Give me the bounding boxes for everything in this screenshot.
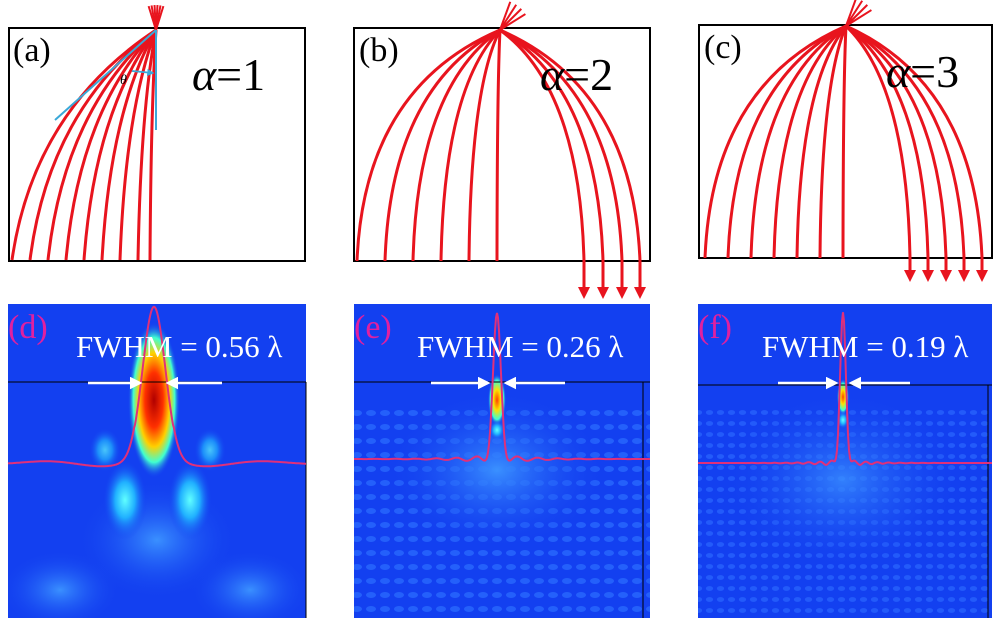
fan-ray-c-1 <box>845 0 864 27</box>
ray-b-left-5 <box>495 29 502 262</box>
fan-ray-c-2 <box>845 4 869 27</box>
ray-c-left-3 <box>772 24 847 259</box>
ray-b-right-2 <box>499 28 628 299</box>
ray-a-2 <box>46 28 157 261</box>
ray-c-left-0 <box>703 24 847 259</box>
ray-c-left-6 <box>841 25 848 259</box>
side-lobe-d-left2 <box>89 428 121 472</box>
angle-annotation: θ <box>54 29 157 130</box>
ray-a-4 <box>82 29 158 261</box>
ray-b-left-3 <box>439 28 502 262</box>
field-panel-d: (d) FWHM = 0.56 λ <box>7 304 307 618</box>
field-panel-f: (f) FWHM = 0.19 λ <box>698 304 992 618</box>
field-glow-e <box>387 390 607 550</box>
side-lobe-d-right2 <box>194 428 226 472</box>
panel-label-a: (a) <box>13 32 51 69</box>
ray-panel-a: θ (a) α=1 <box>8 4 306 262</box>
fan-ray-b-0 <box>499 1 512 31</box>
ray-panel-b: (b) α=2 <box>353 1 651 299</box>
focal-spot-d <box>128 322 180 478</box>
rays-c <box>703 0 988 282</box>
ray-a-6 <box>118 29 158 261</box>
ray-c-right-1 <box>845 24 934 282</box>
theta-symbol: θ <box>120 73 127 88</box>
panel-label-e: (e) <box>354 309 392 346</box>
fan-ray-c-0 <box>845 0 857 27</box>
fwhm-label-f: FWHM = 0.19 λ <box>762 329 968 364</box>
fwhm-label-e: FWHM = 0.26 λ <box>417 329 623 364</box>
alpha-symbol-c: α <box>886 46 911 97</box>
fan-ray-a-5 <box>155 5 165 31</box>
alpha-label-a: α=1 <box>192 49 265 100</box>
ray-c-right-2 <box>845 24 952 282</box>
angle-arrow <box>131 68 155 77</box>
ray-a-5 <box>100 29 158 261</box>
ray-b-left-0 <box>355 28 501 262</box>
panel-label-b: (b) <box>359 32 399 69</box>
focal-tail-e <box>489 420 505 440</box>
ray-c-left-1 <box>726 24 847 259</box>
rays-b <box>355 1 646 299</box>
fwhm-label-d: FWHM = 0.56 λ <box>76 329 282 364</box>
panel-label-c: (c) <box>704 29 742 66</box>
intensity-profile-e <box>354 312 650 462</box>
alpha-symbol-b: α <box>540 49 565 100</box>
ray-c-right-4 <box>845 24 988 282</box>
panel-label-d: (d) <box>8 309 48 346</box>
ray-c-left-4 <box>795 25 848 259</box>
field-glow-d-mid <box>77 480 237 600</box>
alpha-value-c: =3 <box>910 46 959 97</box>
panel-label-f: (f) <box>698 309 732 346</box>
fan-ray-c-3 <box>845 9 872 27</box>
fan-ray-b-1 <box>499 4 518 31</box>
tangent-line <box>54 29 157 121</box>
ray-b-right-3 <box>499 28 646 299</box>
ray-a-8 <box>148 29 158 261</box>
ray-a-3 <box>64 28 158 261</box>
ray-a-0 <box>10 28 157 261</box>
alpha-label-c: α=3 <box>886 46 959 97</box>
ray-b-left-4 <box>467 29 502 262</box>
alpha-label-b: α=2 <box>540 49 613 100</box>
ray-c-right-0 <box>844 24 916 282</box>
side-lobe-d-right <box>168 460 212 540</box>
ray-fan-a <box>147 4 165 31</box>
ray-c-left-2 <box>749 24 847 259</box>
side-lobe-d-left <box>103 460 147 540</box>
ray-b-left-1 <box>383 28 501 262</box>
field-panel-e: (e) FWHM = 0.26 λ <box>354 304 650 618</box>
alpha-symbol-a: α <box>192 49 217 100</box>
ray-b-left-2 <box>411 28 501 262</box>
ray-c-left-5 <box>818 25 848 259</box>
fan-ray-b-3 <box>499 13 526 31</box>
alpha-value-b: =2 <box>564 49 613 100</box>
ray-a-7 <box>136 29 158 261</box>
intensity-profile-d <box>7 305 306 468</box>
focal-tail-f <box>837 411 849 429</box>
ray-panel-c: (c) α=3 <box>698 0 993 282</box>
ray-c-right-3 <box>845 24 970 282</box>
alpha-value-a: =1 <box>216 49 265 100</box>
intensity-profile-f <box>698 312 992 466</box>
field-glow-f <box>723 390 963 570</box>
ray-b-right-0 <box>499 28 590 299</box>
fan-ray-b-2 <box>499 8 523 31</box>
ray-b-right-1 <box>499 28 609 299</box>
